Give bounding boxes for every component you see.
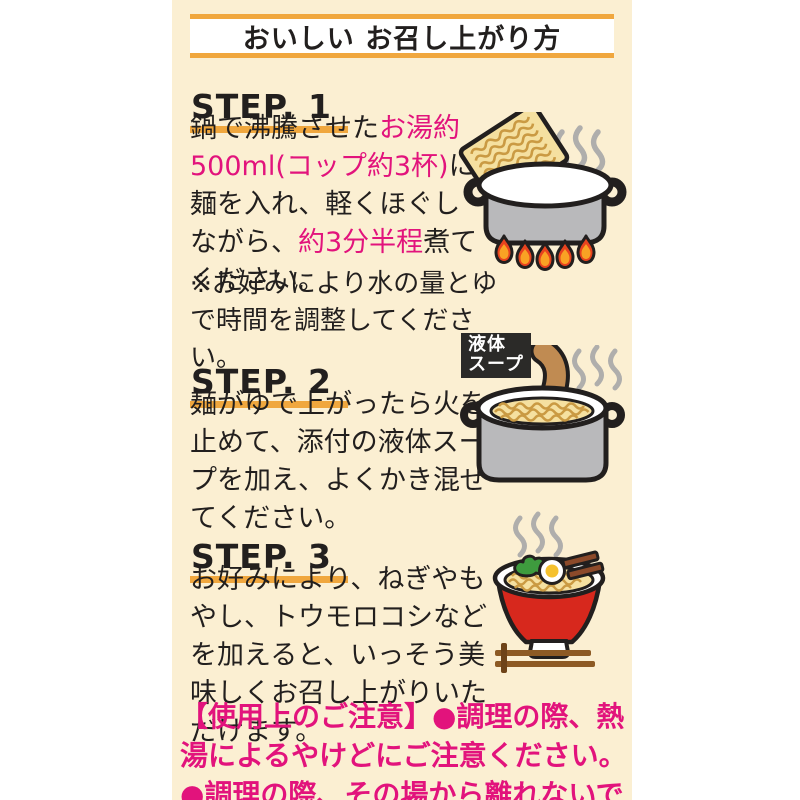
flames-icon: [494, 234, 596, 271]
step3-ramen-bowl-illustration: [492, 511, 606, 673]
liquid-soup-label-line2: スープ: [468, 354, 524, 375]
page-title: おいしい お召し上がり方: [242, 23, 562, 55]
ramen-bowl-icon: [492, 550, 606, 659]
step1-pot-illustration: [458, 112, 627, 271]
noodles-in-pot: [489, 396, 595, 426]
step1-heading: STEP. 1: [190, 90, 348, 134]
step1-text-seg4-highlight: 約3分半程: [298, 227, 424, 258]
step1-text-seg1: 鍋で沸騰させた: [190, 113, 379, 144]
chopsticks-icon: [495, 643, 595, 673]
usage-caution-text: 【使用上のご注意】●調理の際、熱湯によるやけどにご注意ください。●調理の際、その…: [180, 700, 627, 800]
step2-heading: STEP. 2: [190, 365, 348, 409]
cooking-instructions-panel: おいしい お召し上がり方 STEP. 1 鍋で沸騰させたお湯約500ml(コップ…: [172, 0, 632, 800]
pot-icon: [463, 161, 627, 246]
pot-icon: [460, 385, 625, 483]
greens-topping: [513, 554, 546, 578]
step1-text-seg2-highlight: お湯約500ml(コップ約3杯): [190, 113, 460, 182]
step1-note: ※お好みにより水の量とゆで時間を調整してください。: [190, 269, 498, 373]
step3-text: お好みにより、ねぎやもやし、トウモロコシなどを加えると、いっそう美味しくお召し上…: [190, 564, 487, 747]
step2-pot-illustration: [460, 345, 625, 483]
step1-text: 鍋で沸騰させたお湯約500ml(コップ約3杯)に麺を入れ、軽くほぐしながら、約3…: [190, 110, 485, 300]
liquid-soup-label-line1: 液体: [468, 334, 506, 355]
egg-yolk: [545, 564, 559, 578]
liquid-soup-label: 液体 スープ: [461, 333, 531, 378]
steam-icon: [513, 511, 563, 558]
step1-text-seg5: 煮てください。: [190, 227, 478, 296]
step2-text: 麺がゆで上がったら火を止めて、添付の液体スープを加え、よくかき混ぜてください。: [190, 389, 487, 534]
meat-topping: [561, 550, 605, 581]
step3-heading: STEP. 3: [190, 540, 348, 584]
page-title-box: おいしい お召し上がり方: [190, 14, 614, 58]
steam-icon: [572, 345, 622, 391]
